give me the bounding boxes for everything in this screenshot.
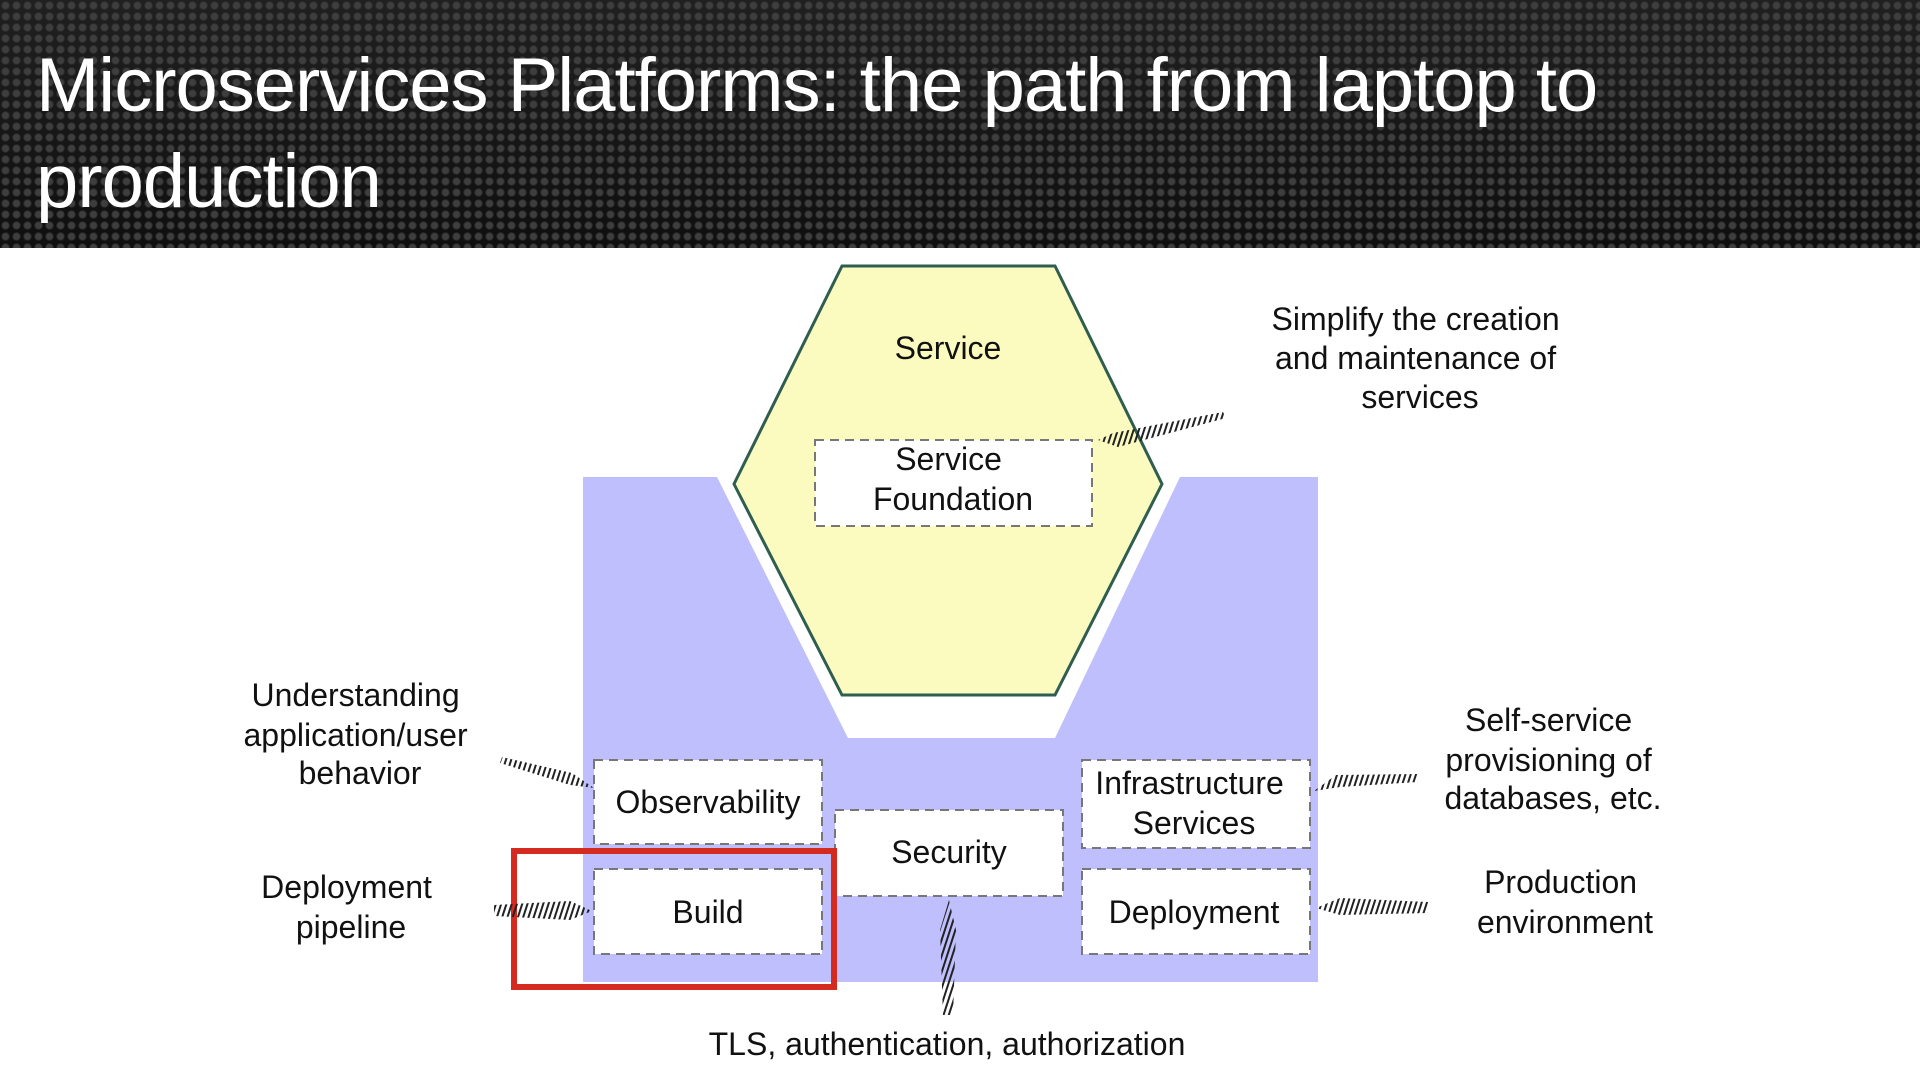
arrow-to-observability (500, 757, 594, 788)
build-box (593, 868, 823, 955)
service-foundation-label-line-1: Service (895, 441, 1002, 477)
arrow-to-service-foundation (1098, 412, 1226, 447)
deployment-box (1081, 868, 1311, 955)
arrow-to-security (940, 900, 956, 1015)
platform-base (583, 477, 1318, 982)
infrastructure-services-box (1081, 759, 1311, 849)
annotation-service-foundation-line-2: and maintenance of (1275, 340, 1556, 376)
build-label: Build (672, 894, 743, 930)
infrastructure-services-label: Infrastructure Services (1095, 765, 1292, 841)
service-foundation-label-line-2: Foundation (873, 481, 1033, 517)
slide-header: Microservices Platforms: the path from l… (0, 0, 1920, 248)
service-foundation-box (814, 439, 1093, 527)
observability-box (593, 759, 823, 845)
annotation-build-line-2: pipeline (296, 909, 406, 945)
annotation-security: TLS, authentication, authorization (709, 1026, 1186, 1062)
annotation-build-line-1: Deployment (261, 869, 432, 905)
security-box (834, 809, 1064, 897)
arrow-to-build (494, 901, 592, 920)
annotation-observability: Understanding application/user behavior (243, 677, 476, 791)
annotation-service-foundation-line-3: services (1361, 379, 1478, 415)
annotation-build: Deployment pipeline (261, 869, 441, 945)
service-label: Service (895, 330, 1002, 366)
annotation-deployment: Production environment (1477, 864, 1653, 940)
annotation-infrastructure-line-3: databases, etc. (1444, 780, 1661, 816)
annotation-deployment-line-1: Production (1484, 864, 1637, 900)
annotation-infrastructure-line-1: Self-service (1465, 702, 1632, 738)
security-label: Security (891, 834, 1007, 870)
slide-title: Microservices Platforms: the path from l… (36, 43, 1598, 224)
annotation-observability-line-2: application/user (243, 717, 467, 753)
annotation-observability-line-3: behavior (299, 755, 422, 791)
annotation-service-foundation: Simplify the creation and maintenance of… (1271, 301, 1568, 415)
infrastructure-label-line-2: Services (1133, 805, 1256, 841)
arrow-to-infrastructure (1314, 774, 1418, 791)
arrow-to-deployment (1316, 898, 1428, 915)
observability-label: Observability (616, 784, 801, 820)
build-highlight (511, 848, 837, 990)
infrastructure-label-line-1: Infrastructure (1095, 765, 1284, 801)
annotation-observability-line-1: Understanding (251, 677, 459, 713)
annotation-service-foundation-line-1: Simplify the creation (1271, 301, 1559, 337)
annotation-deployment-line-2: environment (1477, 904, 1653, 940)
annotation-infrastructure-line-2: provisioning of (1445, 742, 1651, 778)
deployment-label: Deployment (1109, 894, 1280, 930)
annotation-infrastructure: Self-service provisioning of databases, … (1444, 702, 1661, 816)
service-foundation-label: Service Foundation (873, 441, 1033, 517)
